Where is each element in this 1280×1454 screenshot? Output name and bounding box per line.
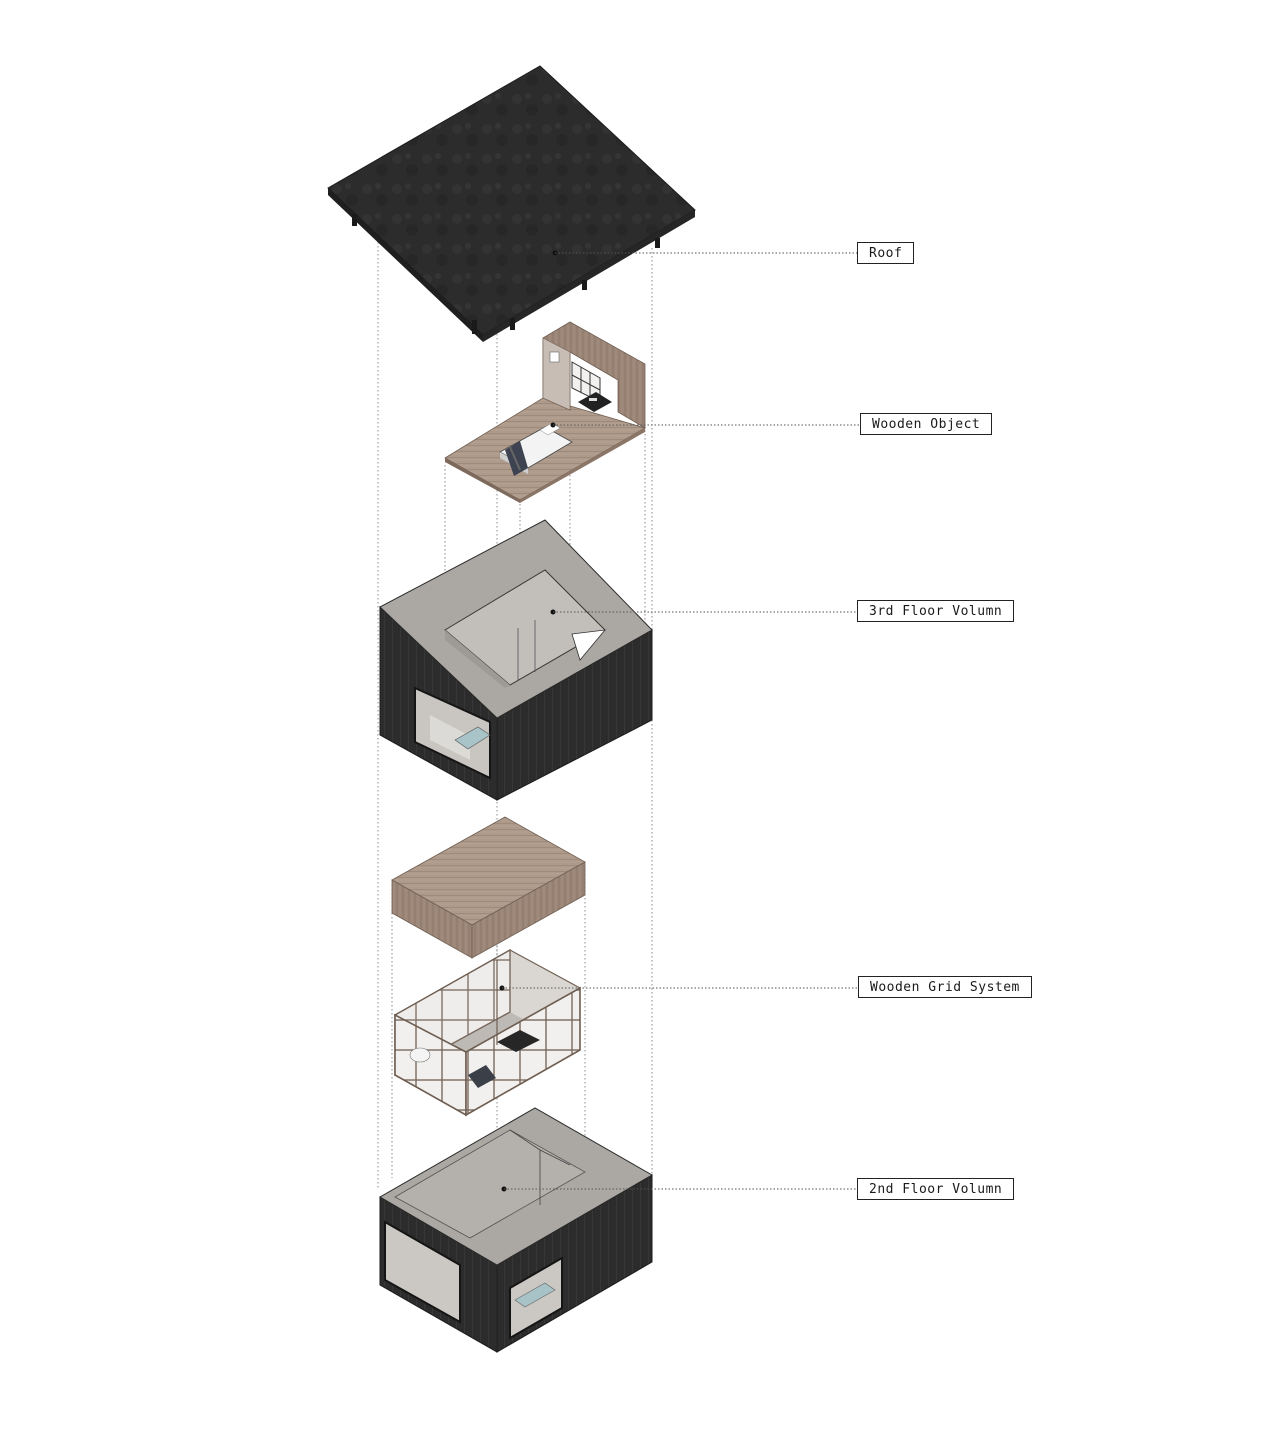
wooden-grid-system-label: Wooden Grid System <box>858 976 1032 998</box>
second-floor-volume-label: 2nd Floor Volumn <box>857 1178 1015 1200</box>
leader-lines <box>499 250 860 1192</box>
wooden-object-label: Wooden Object <box>860 413 993 435</box>
wooden-object-layer <box>444 321 647 503</box>
third-floor-volume-layer <box>379 519 653 801</box>
second-floor-volume-layer <box>379 1107 654 1353</box>
wooden-platform-layer <box>391 816 586 959</box>
third-floor-volume-label: 3rd Floor Volumn <box>857 600 1015 622</box>
roof-layer <box>327 65 696 342</box>
wooden-grid-system-layer <box>393 948 582 1117</box>
roof-label: Roof <box>857 242 915 264</box>
